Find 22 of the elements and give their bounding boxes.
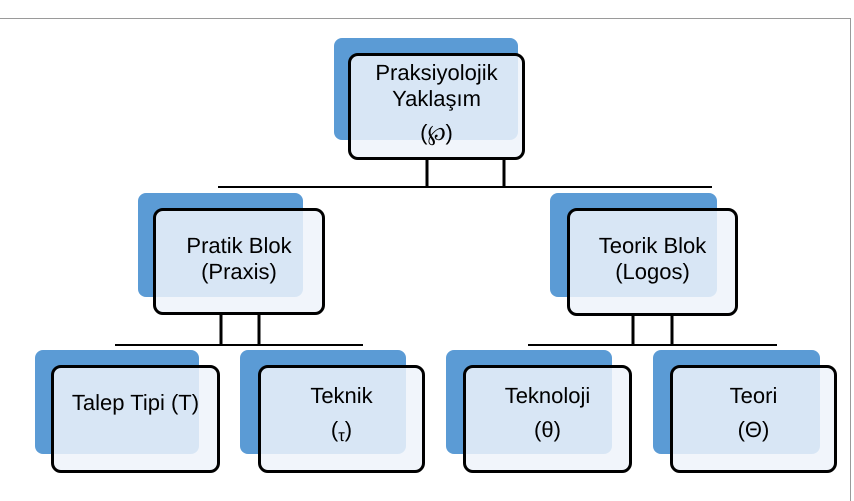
box-label: Praksiyolojik Yaklaşım xyxy=(374,60,499,112)
hierarchy-box xyxy=(567,208,738,316)
hierarchy-box xyxy=(463,365,632,473)
connector-line xyxy=(426,160,428,186)
connector-line xyxy=(220,315,222,344)
hierarchy-box xyxy=(258,365,425,473)
hierarchy-box xyxy=(670,365,837,473)
box-label: ($_{τ}$) xyxy=(330,417,352,443)
box-label: (Θ) xyxy=(738,417,770,443)
box-label: (θ) xyxy=(534,417,561,443)
connector-line xyxy=(502,160,506,186)
box-label: Teori xyxy=(730,383,778,409)
connector-line xyxy=(632,316,634,344)
hierarchy-box xyxy=(51,365,220,473)
box-label: Teorik Blok (Logos) xyxy=(598,233,708,285)
box-label: Talep Tipi (T) xyxy=(72,390,200,416)
hierarchy-box xyxy=(348,53,525,160)
box-label: (℘) xyxy=(420,120,453,146)
hierarchy-box xyxy=(153,208,325,315)
box-label: Pratik Blok (Praxis) xyxy=(185,233,293,285)
box-label: Teknoloji xyxy=(504,383,590,409)
box-label: Teknik xyxy=(310,383,373,409)
